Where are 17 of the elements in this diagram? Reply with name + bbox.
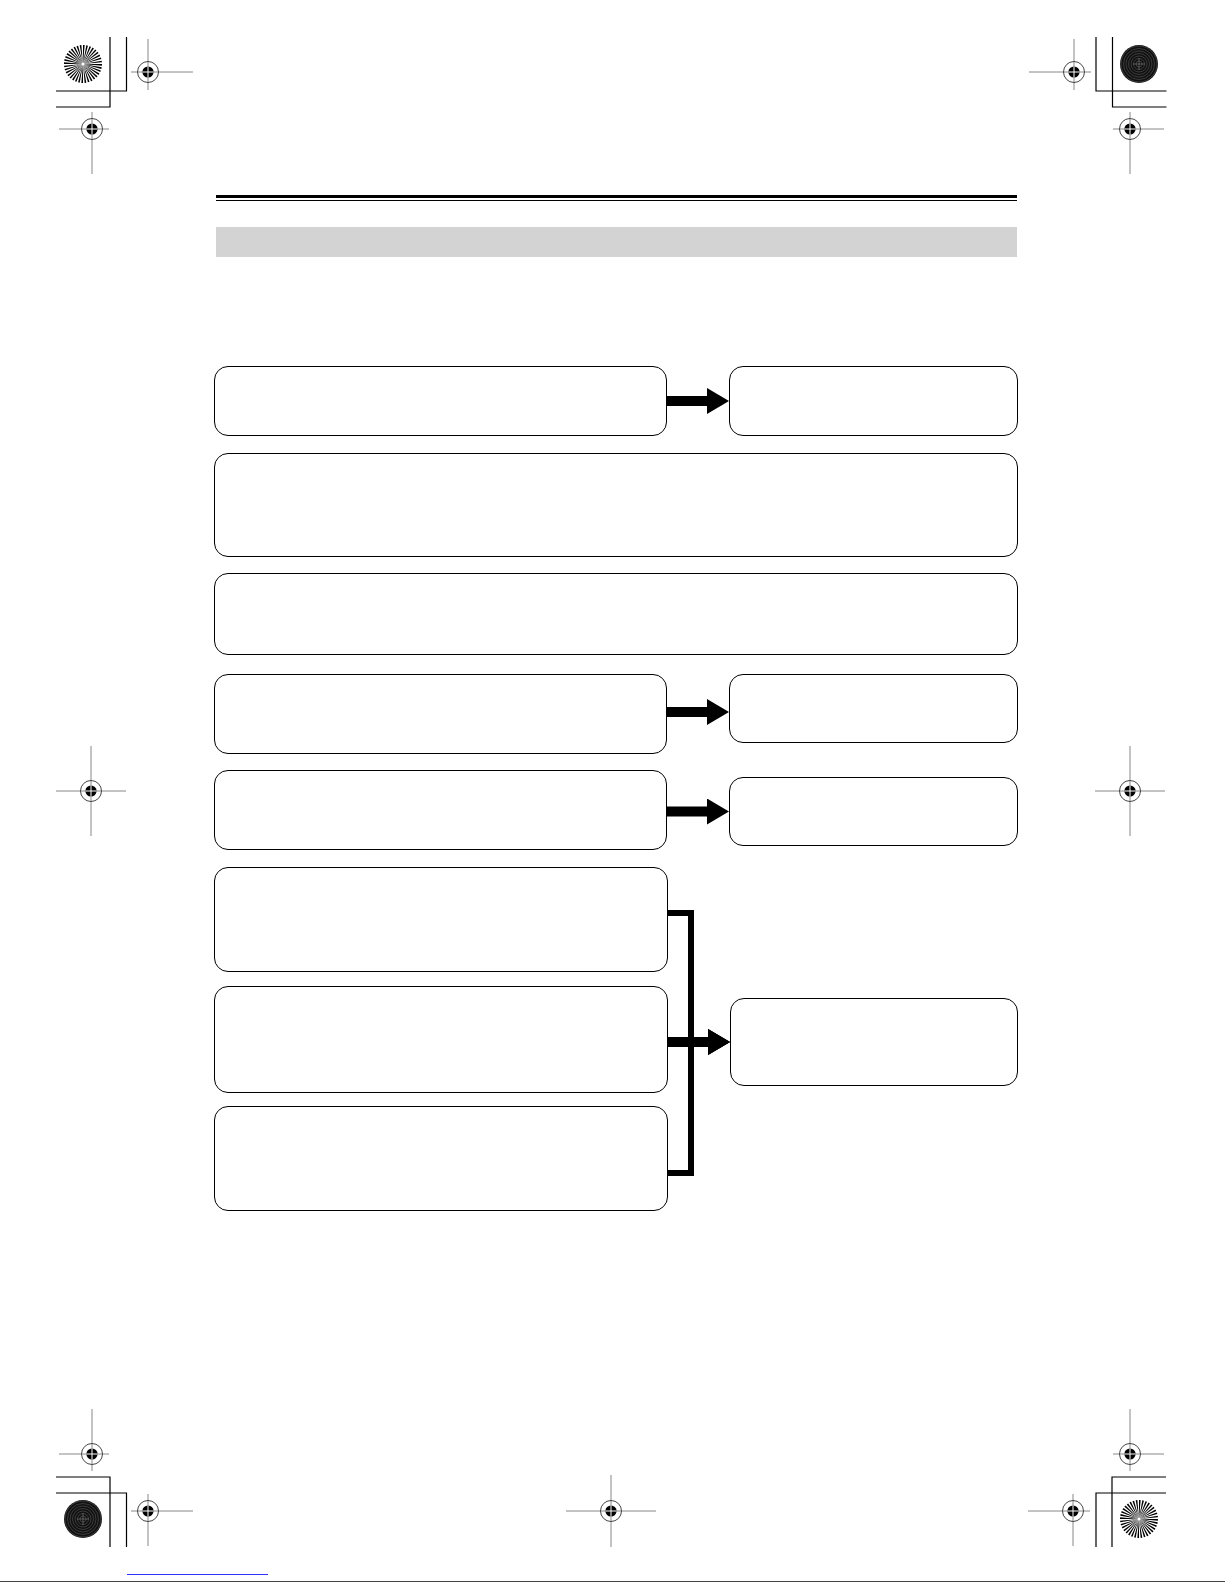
rounded-box [214,867,668,972]
rounded-box [214,366,667,436]
bracket-connector [668,1029,730,1176]
rounded-box [729,777,1018,846]
arrow [667,388,729,414]
rounded-box [214,573,1018,655]
rounded-box [214,1106,668,1211]
heading-bar [216,227,1017,257]
rounded-box [214,986,668,1093]
rounded-box [729,366,1018,436]
rounded-box [214,674,667,754]
rounded-box [214,770,667,850]
rounded-box [729,674,1018,743]
arrow [667,798,729,825]
rounded-box [730,998,1018,1086]
arrow [667,699,729,725]
rounded-box [214,453,1018,557]
